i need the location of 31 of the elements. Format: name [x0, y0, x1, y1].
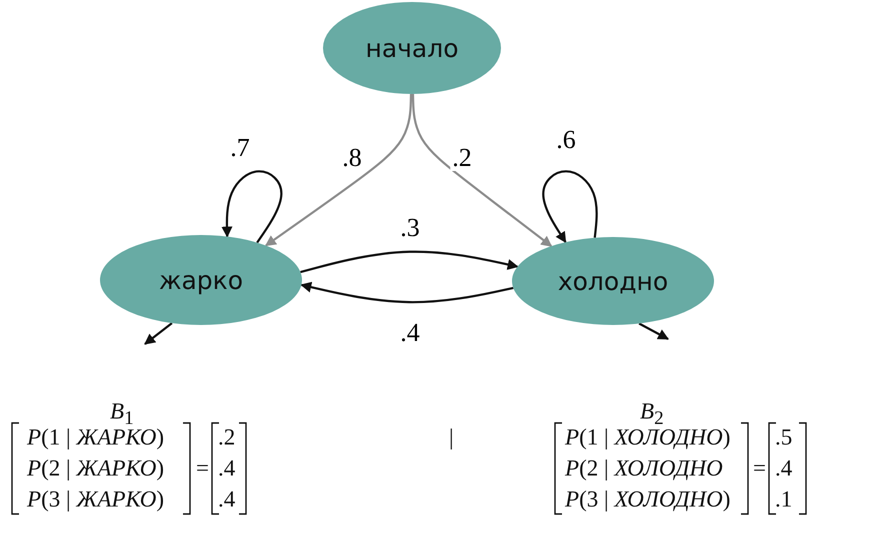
state-label: жарко: [158, 266, 244, 294]
formula-text: .2: [218, 426, 236, 448]
arrow: [542, 170, 598, 244]
formula-text: B$_{1}$: [110, 400, 134, 428]
state-label: холодно: [558, 266, 668, 296]
formula-text: P(1 | ХОЛОДНО): [565, 426, 730, 448]
formula-text: =: [196, 456, 209, 480]
state-ellipse: [512, 237, 714, 325]
formula-text: .4: [775, 456, 792, 480]
arrow: [412, 94, 552, 248]
arrow: [638, 322, 669, 340]
formula-text: |: [449, 426, 454, 448]
formula-text: .1: [775, 488, 792, 510]
formula-text: P(2 | ЖАРКО): [27, 456, 164, 480]
arrow: [265, 94, 412, 246]
formula-text: .4: [218, 488, 236, 510]
arrow: [300, 282, 514, 304]
arrow: [300, 250, 519, 274]
formula-text: P(3 | ХОЛОДНО): [565, 488, 730, 510]
formula-text: .4: [218, 456, 236, 480]
arrow: [221, 170, 282, 244]
formula-text: B$_{2}$: [640, 400, 664, 428]
formula-text: =: [753, 456, 766, 480]
formula-text: .5: [775, 426, 792, 448]
state-label: начало: [365, 34, 459, 62]
formula-text: P(3 | ЖАРКО): [27, 488, 164, 510]
state-ellipse: [100, 235, 302, 325]
state-ellipse: [323, 2, 501, 94]
arrow: [144, 322, 173, 345]
formula-text: P(2 | ХОЛОДНО: [565, 456, 723, 480]
formula-text: P(1 | ЖАРКО): [27, 426, 164, 448]
